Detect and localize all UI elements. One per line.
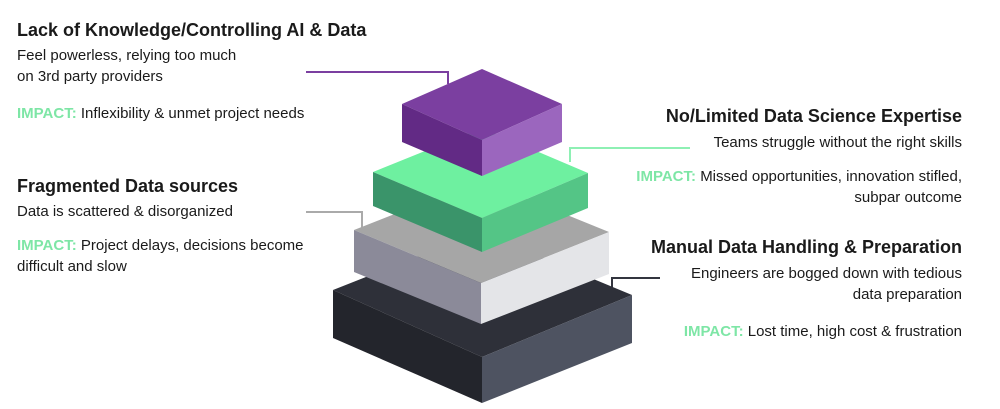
impact-label: IMPACT: xyxy=(636,168,697,185)
challenge-description: Feel powerless, relying too much on 3rd … xyxy=(17,45,437,87)
description-line: data preparation xyxy=(852,286,962,303)
challenge-description: Engineers are bogged down with tedious d… xyxy=(542,263,962,305)
challenge-impact: IMPACT: Inflexibility & unmet project ne… xyxy=(17,103,437,124)
impact-text: subpar outcome xyxy=(854,189,962,206)
challenge-title: No/Limited Data Science Expertise xyxy=(665,106,962,126)
impact-text: Missed opportunities, innovation stifled… xyxy=(700,168,962,185)
connector-line-purple xyxy=(306,71,449,84)
challenge-block-ai-control: Lack of Knowledge/Controlling AI & Data … xyxy=(17,19,437,124)
challenge-impact: IMPACT: Lost time, high cost & frustrati… xyxy=(542,321,962,342)
connector-line-green xyxy=(569,147,690,162)
challenge-block-manual-data: Manual Data Handling & Preparation Engin… xyxy=(542,236,962,342)
impact-text: Inflexibility & unmet project needs xyxy=(80,105,305,122)
layer-controlling-ai-data xyxy=(402,69,562,176)
impact-text: Project delays, decisions become xyxy=(80,237,304,254)
connector-line-gray xyxy=(306,211,363,228)
challenge-impact: IMPACT: Project delays, decisions become… xyxy=(17,235,357,277)
impact-text: difficult and slow xyxy=(17,258,127,275)
challenge-block-fragmented-data: Fragmented Data sources Data is scattere… xyxy=(17,175,357,277)
challenge-description: Data is scattered & disorganized xyxy=(17,203,233,220)
challenge-description: Teams struggle without the right skills xyxy=(713,134,962,151)
challenge-title: Lack of Knowledge/Controlling AI & Data xyxy=(17,20,367,40)
impact-text: Lost time, high cost & frustration xyxy=(747,323,962,340)
challenge-impact: IMPACT: Missed opportunities, innovation… xyxy=(542,166,962,208)
impact-label: IMPACT: xyxy=(17,105,77,122)
impact-label: IMPACT: xyxy=(683,323,744,340)
description-line: Feel powerless, relying too much xyxy=(17,47,237,64)
challenge-title: Fragmented Data sources xyxy=(17,176,239,196)
impact-label: IMPACT: xyxy=(17,237,77,254)
challenge-block-data-science: No/Limited Data Science Expertise Teams … xyxy=(542,105,962,208)
description-line: Engineers are bogged down with tedious xyxy=(690,265,962,282)
challenge-title: Manual Data Handling & Preparation xyxy=(650,237,962,257)
description-line: on 3rd party providers xyxy=(17,68,163,85)
